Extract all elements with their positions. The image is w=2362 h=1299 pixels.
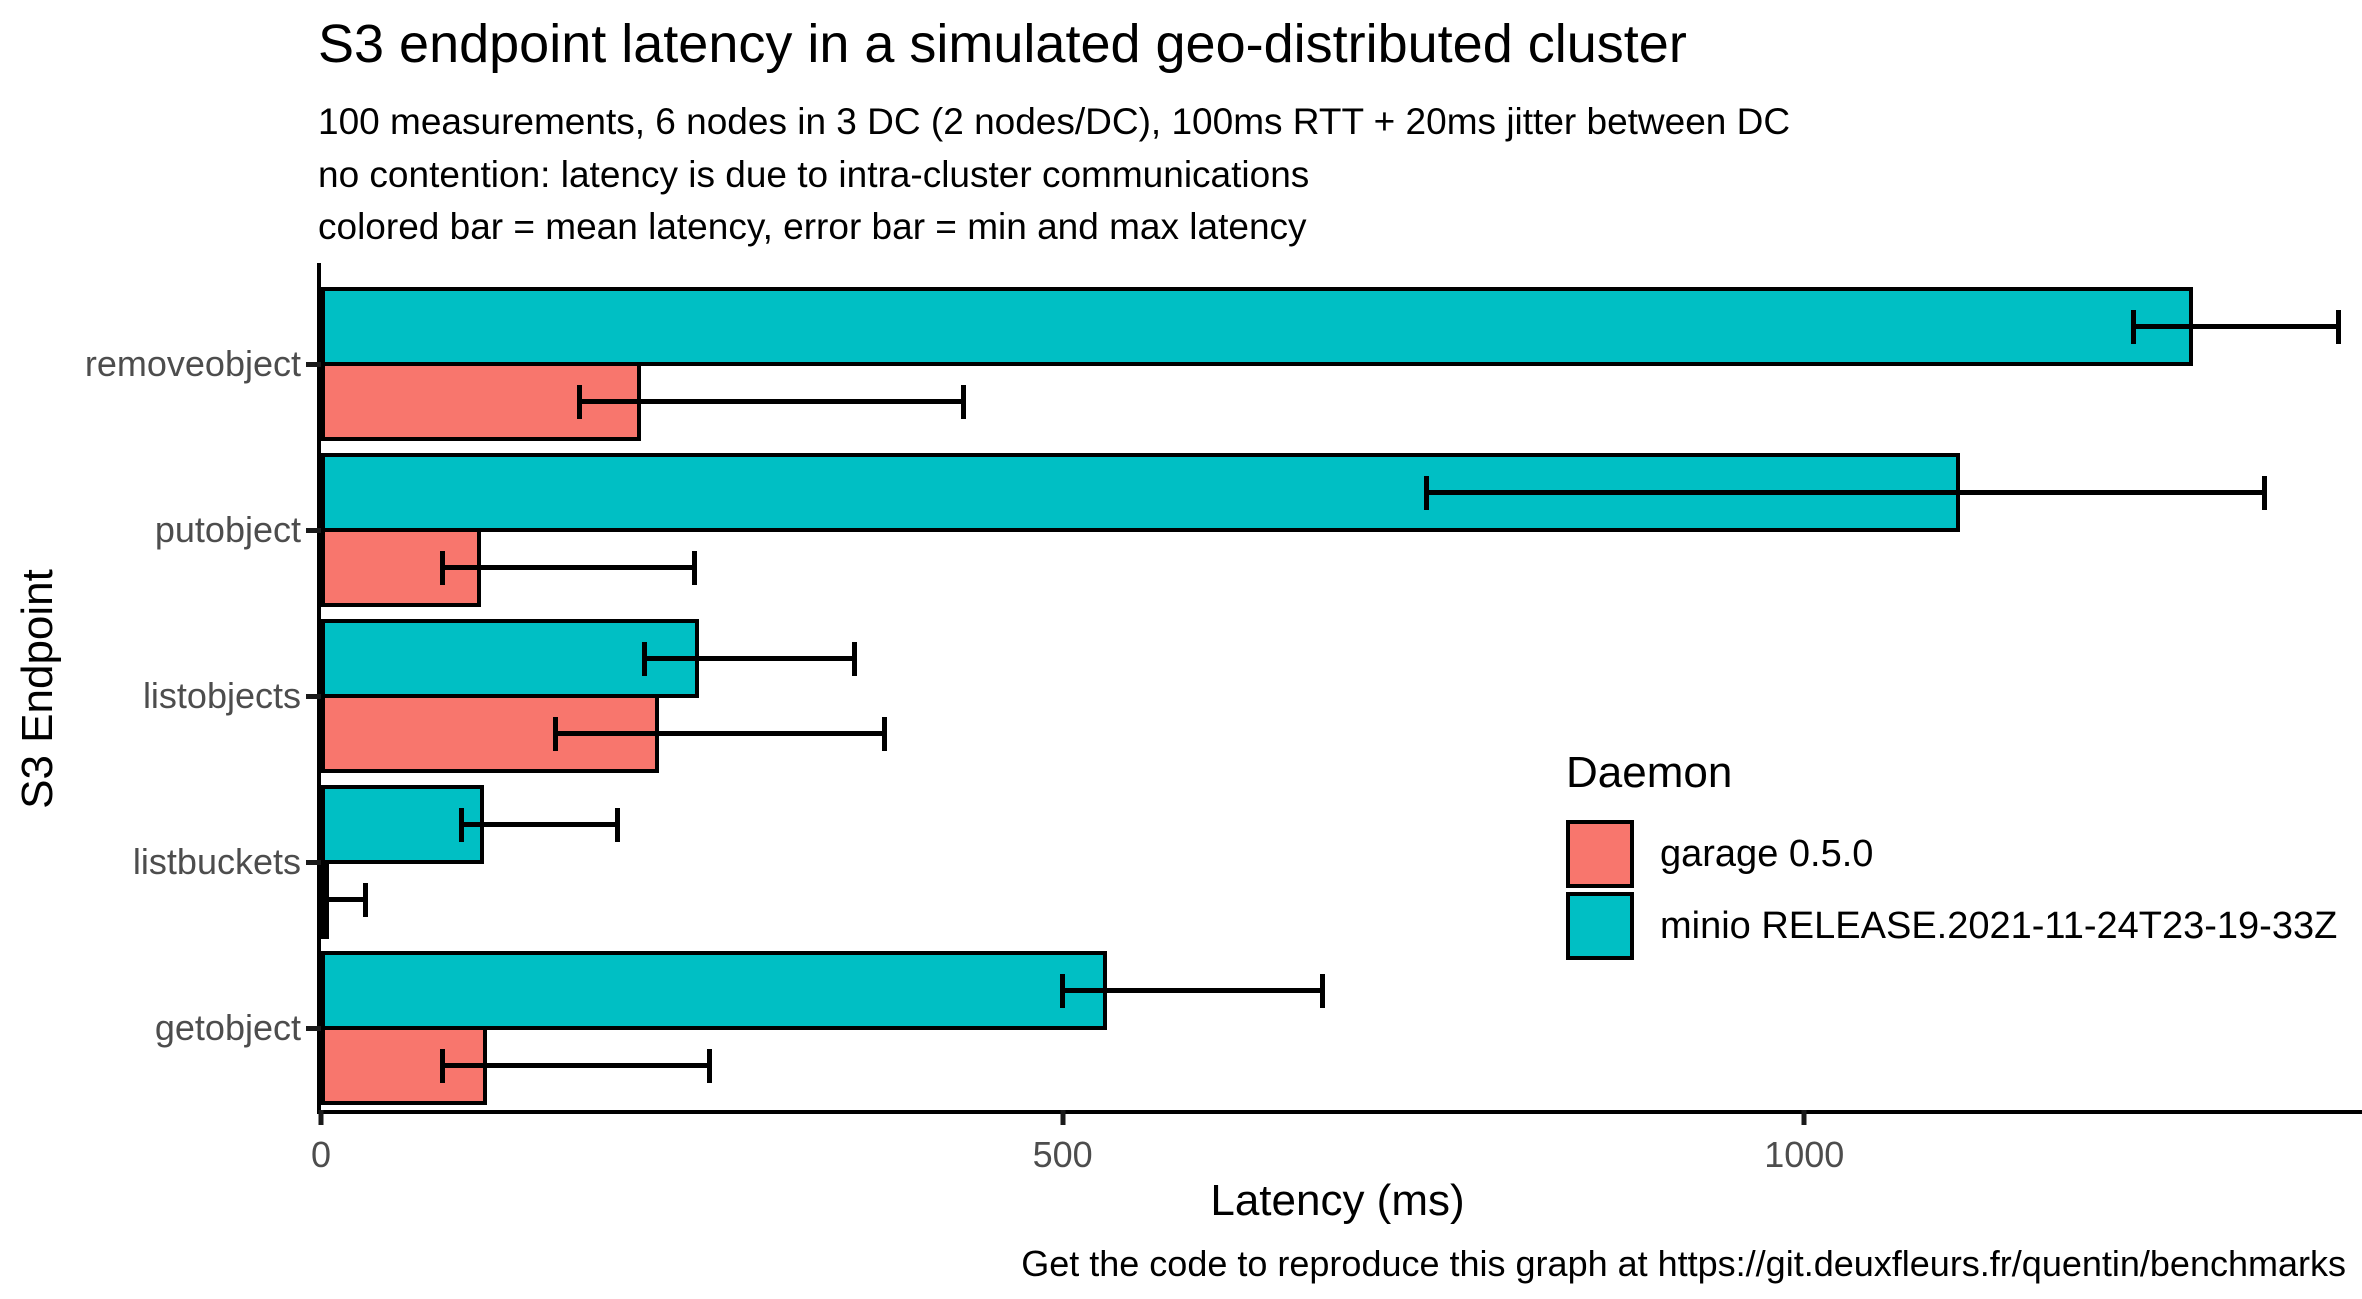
error-cap-max-getobject-garage — [707, 1048, 713, 1083]
error-cap-max-listbuckets-minio — [615, 807, 621, 842]
y-tick-mark-listobjects — [306, 693, 321, 699]
y-axis-title: S3 Endpoint — [13, 569, 62, 809]
bar-slot-listobjects-garage — [321, 694, 2362, 773]
bar-group-listobjects: listobjects — [143, 619, 2362, 773]
error-cap-max-listobjects-garage — [882, 716, 888, 751]
error-cap-min-removeobject-minio — [2131, 309, 2137, 344]
legend-label-garage: garage 0.5.0 — [1660, 832, 1874, 875]
y-tick-label-listobjects: listobjects — [142, 675, 301, 716]
error-bar-listobjects-garage — [555, 731, 885, 736]
error-cap-max-listobjects-minio — [852, 641, 858, 676]
x-axis-title: Latency (ms) — [1210, 1176, 1465, 1225]
error-cap-min-listobjects-garage — [552, 716, 558, 751]
bar-group-putobject: putobject — [155, 453, 2362, 607]
bar-slot-getobject-minio — [321, 951, 2362, 1030]
error-cap-min-listobjects-minio — [641, 641, 647, 676]
x-tick-label-500: 500 — [1032, 1134, 1093, 1175]
legend-swatch-garage — [1566, 820, 1634, 888]
bar-group-removeobject: removeobject — [85, 287, 2362, 441]
y-tick-label-listbuckets: listbuckets — [132, 841, 301, 882]
legend-label-minio: minio RELEASE.2021-11-24T23-19-33Z — [1660, 904, 2338, 947]
error-bar-getobject-minio — [1062, 988, 1323, 993]
error-bar-removeobject-garage — [579, 399, 964, 404]
y-tick-label-putobject: putobject — [154, 509, 301, 550]
bar-removeobject-minio — [321, 287, 2193, 366]
x-tick-label-0: 0 — [310, 1134, 332, 1175]
error-bar-putobject-garage — [442, 565, 695, 570]
error-cap-min-listbuckets-garage — [319, 882, 325, 917]
error-cap-max-removeobject-minio — [2335, 309, 2341, 344]
x-tick-mark-500 — [1060, 1110, 1066, 1125]
legend-swatch-minio — [1566, 892, 1634, 960]
error-bar-listbuckets-minio — [461, 822, 618, 827]
bar-slot-removeobject-garage — [321, 362, 2362, 441]
bar-slot-putobject-garage — [321, 528, 2362, 607]
error-cap-min-listbuckets-minio — [459, 807, 465, 842]
error-cap-min-putobject-minio — [1423, 475, 1429, 510]
bar-group-listbuckets: listbuckets — [133, 785, 2362, 939]
legend: Daemon garage 0.5.0 minio RELEASE.2021-1… — [1566, 748, 2337, 964]
y-tick-label-removeobject: removeobject — [84, 343, 301, 384]
error-cap-min-getobject-garage — [440, 1048, 446, 1083]
plot-panel: removeobject putobject listobjects listbuck… — [85, 263, 2362, 1175]
legend-key-garage: garage 0.5.0 — [1566, 820, 2337, 888]
error-cap-max-removeobject-garage — [960, 384, 966, 419]
error-bar-putobject-minio — [1426, 490, 2265, 495]
y-tick-mark-putobject — [306, 527, 321, 533]
error-cap-max-putobject-minio — [2261, 475, 2267, 510]
error-cap-min-getobject-minio — [1060, 973, 1066, 1008]
error-cap-max-listbuckets-garage — [362, 882, 368, 917]
bar-listbuckets-minio — [321, 785, 485, 864]
x-tick-mark-1000 — [1801, 1110, 1807, 1125]
error-cap-max-getobject-minio — [1319, 973, 1325, 1008]
error-bar-listobjects-minio — [644, 656, 855, 661]
subtitle-line-3: colored bar = mean latency, error bar = … — [318, 206, 1307, 248]
y-tick-label-getobject: getobject — [154, 1007, 301, 1048]
subtitle-line-1: 100 measurements, 6 nodes in 3 DC (2 nod… — [318, 101, 1791, 142]
bar-slot-putobject-minio — [321, 453, 2362, 532]
chart-title: S3 endpoint latency in a simulated geo-d… — [318, 14, 1687, 74]
legend-title: Daemon — [1566, 748, 1733, 797]
error-bar-getobject-garage — [442, 1063, 710, 1068]
bar-slot-listbuckets-garage — [319, 860, 2362, 939]
x-tick-mark-0 — [318, 1110, 324, 1125]
bar-slot-listbuckets-minio — [321, 785, 2362, 864]
bar-group-getobject: getobject — [155, 951, 2362, 1105]
error-cap-min-removeobject-garage — [576, 384, 582, 419]
error-bar-removeobject-minio — [2133, 324, 2339, 329]
bar-getobject-minio — [321, 951, 1108, 1030]
error-bar-listbuckets-garage — [322, 897, 366, 902]
caption: Get the code to reproduce this graph at … — [1021, 1243, 2346, 1284]
bar-slot-getobject-garage — [321, 1026, 2362, 1105]
y-tick-mark-removeobject — [306, 361, 321, 367]
subtitle-line-2: no contention: latency is due to intra-c… — [318, 153, 1310, 195]
bar-getobject-garage — [321, 1026, 488, 1105]
legend-key-minio: minio RELEASE.2021-11-24T23-19-33Z — [1566, 892, 2337, 960]
x-tick-label-1000: 1000 — [1764, 1134, 1845, 1175]
y-tick-mark-getobject — [306, 1025, 321, 1031]
error-cap-max-putobject-garage — [692, 550, 698, 585]
bar-slot-listobjects-minio — [321, 619, 2362, 698]
bar-slot-removeobject-minio — [321, 287, 2362, 366]
error-cap-min-putobject-garage — [440, 550, 446, 585]
plot-rows: removeobject putobject listobjects listbuck… — [85, 263, 2362, 1110]
chart-subtitle: 100 measurements, 6 nodes in 3 DC (2 nod… — [318, 96, 1790, 254]
y-tick-mark-listbuckets — [306, 859, 321, 865]
